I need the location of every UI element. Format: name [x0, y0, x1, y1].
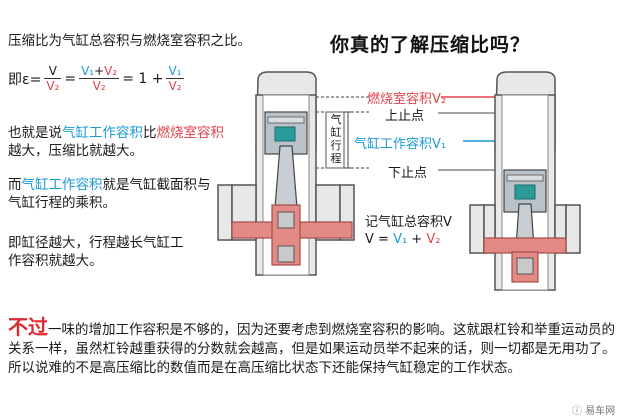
left-cylinder	[217, 71, 355, 276]
page-heading: 你真的了解压缩比吗？	[330, 34, 531, 56]
watermark-logo: ⓘ 易车网	[572, 406, 616, 417]
definition-text: 压缩比为气缸总容积与燃烧室容积之比。	[8, 33, 251, 49]
fraction-v1-over-v2: V₁ V₂	[166, 64, 184, 93]
bottom-dead-center-label: 下止点	[388, 166, 428, 181]
fraction-v-over-v2: V V₂	[44, 64, 62, 93]
working-volume-label: 气缸工作容积V₁	[354, 137, 447, 152]
total-volume-label: 记气缸总容积V V = V₁ + V₂	[365, 215, 452, 247]
bore-stroke-explanation: 即缸径越大，行程越长气缸工 作容积就越大。	[8, 235, 184, 269]
working-volume-explanation: 而气缸工作容积就是气缸截面积与 气缸行程的乘积。	[8, 177, 211, 211]
top-dead-center-label: 上止点	[385, 109, 425, 124]
fraction-v1-plus-v2: V₁+V₂ V₂	[79, 64, 120, 93]
stroke-label: 气缸行程	[330, 113, 342, 165]
conclusion-paragraph: 不过一味的增加工作容积是不够的，因为还要考虑到燃烧室容积的影响。这就跟杠铃和举重…	[8, 315, 616, 376]
compression-formula: 即ε= V V₂ = V₁+V₂ V₂ = 1 + V₁ V₂	[8, 64, 184, 93]
right-cylinder	[469, 71, 581, 291]
right-crankshaft	[483, 237, 567, 254]
stroke-markers	[316, 96, 500, 171]
ratio-explanation: 也就是说气缸工作容积比燃烧室容积 越大，压缩比就越大。	[8, 125, 224, 159]
lead-word: 不过	[8, 315, 48, 339]
formula-prefix: 即ε=	[8, 71, 42, 88]
combustion-volume-label: 燃烧室容积V₂	[367, 92, 447, 107]
